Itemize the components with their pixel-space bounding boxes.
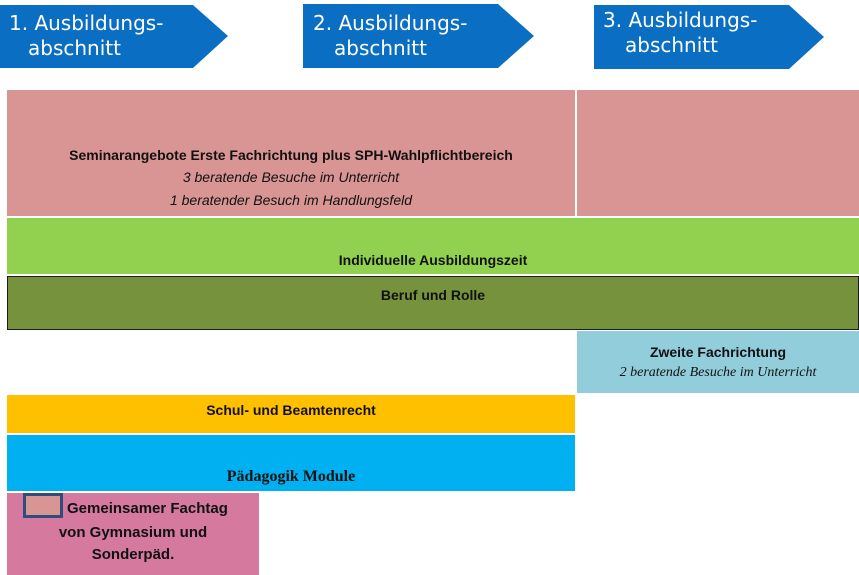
zweite-subtitle: 2 beratende Besuche im Unterricht [619,365,817,380]
seminar-title: Seminarangebote Erste Fachrichtung plus … [69,147,513,163]
phase-arrow-2 [303,4,534,68]
seminar-block: Seminarangebote Erste Fachrichtung plus … [7,90,575,216]
schul-title: Schul- und Beamtenrecht [206,402,376,418]
individuelle-ausbildungszeit-block: Individuelle Ausbildungszeit [7,218,859,274]
phase-label-2: 2. Ausbildungs- abschnitt [313,11,468,60]
gemeinsamer-fachtag-block: Gemeinsamer Fachtag von Gymnasium und So… [7,493,259,575]
paedagogik-module-block: Pädagogik Module [7,435,575,491]
phase-arrows [0,4,824,69]
individuelle-title: Individuelle Ausbildungszeit [338,252,528,268]
seminar-visits-field: 1 beratender Besuch im Handlungsfeld [169,192,413,208]
seminar-block-phase3 [577,90,859,216]
paedagogik-title: Pädagogik Module [226,468,356,485]
schul-beamtenrecht-block: Schul- und Beamtenrecht [7,395,575,433]
phase-label-3: 3. Ausbildungs- abschnitt [603,8,758,57]
phase-label-1: 1. Ausbildungs- abschnitt [9,11,164,60]
fachtag-marker [23,493,63,518]
seminar-visits-teaching: 3 beratende Besuche im Unterricht [182,169,400,185]
zweite-title: Zweite Fachrichtung [649,344,787,360]
phase-arrow-1 [0,5,228,68]
fachtag-line2: von Gymnasium und [58,524,208,541]
beruf-title: Beruf und Rolle [380,287,486,303]
fachtag-line3: Sonderpäd. [91,546,175,563]
phase-arrow-3 [594,5,824,69]
fachtag-line1: Gemeinsamer Fachtag [67,500,228,517]
beruf-und-rolle-block: Beruf und Rolle [7,276,859,330]
zweite-fachrichtung-block: Zweite Fachrichtung 2 beratende Besuche … [577,331,859,393]
